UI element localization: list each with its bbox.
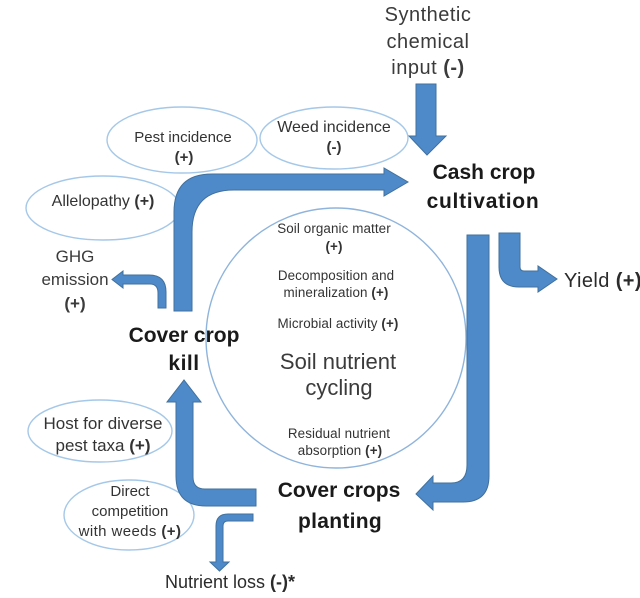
svg-text:Yield (+): Yield (+) xyxy=(564,270,640,292)
svg-text:Cash crop: Cash crop xyxy=(433,161,536,184)
svg-text:Weed incidence: Weed incidence xyxy=(277,119,391,136)
svg-text:absorption (+): absorption (+) xyxy=(298,443,382,458)
svg-text:mineralization (+): mineralization (+) xyxy=(284,285,389,300)
svg-text:pest taxa (+): pest taxa (+) xyxy=(56,436,151,455)
svg-text:chemical: chemical xyxy=(387,31,470,53)
svg-text:(+): (+) xyxy=(325,239,342,254)
svg-text:with weeds (+): with weeds (+) xyxy=(78,523,182,540)
svg-text:Synthetic: Synthetic xyxy=(385,4,472,26)
svg-text:competition: competition xyxy=(92,503,169,520)
svg-text:planting: planting xyxy=(298,510,382,533)
svg-text:Direct: Direct xyxy=(110,483,150,500)
svg-text:Host for diverse: Host for diverse xyxy=(43,414,162,433)
svg-text:cultivation: cultivation xyxy=(427,190,540,213)
svg-text:Nutrient loss (-)*: Nutrient loss (-)* xyxy=(165,572,295,592)
svg-text:Cover crop: Cover crop xyxy=(129,324,240,347)
svg-text:(+): (+) xyxy=(175,149,194,166)
svg-text:input (-): input (-) xyxy=(391,57,464,79)
svg-text:kill: kill xyxy=(168,352,199,375)
svg-text:Residual nutrient: Residual nutrient xyxy=(288,426,390,441)
svg-text:GHG: GHG xyxy=(56,247,95,266)
svg-text:(-): (-) xyxy=(327,139,342,156)
svg-text:Cover crops: Cover crops xyxy=(278,479,401,502)
svg-text:(+): (+) xyxy=(64,294,85,313)
svg-text:Soil organic matter: Soil organic matter xyxy=(277,221,391,236)
svg-text:cycling: cycling xyxy=(305,375,372,400)
svg-text:emission: emission xyxy=(41,270,108,289)
svg-text:Soil nutrient: Soil nutrient xyxy=(280,349,396,374)
svg-text:Pest incidence: Pest incidence xyxy=(134,129,232,146)
svg-text:Decomposition and: Decomposition and xyxy=(278,268,394,283)
svg-text:Allelopathy (+): Allelopathy (+) xyxy=(52,193,155,210)
svg-text:Microbial activity (+): Microbial activity (+) xyxy=(278,316,399,331)
